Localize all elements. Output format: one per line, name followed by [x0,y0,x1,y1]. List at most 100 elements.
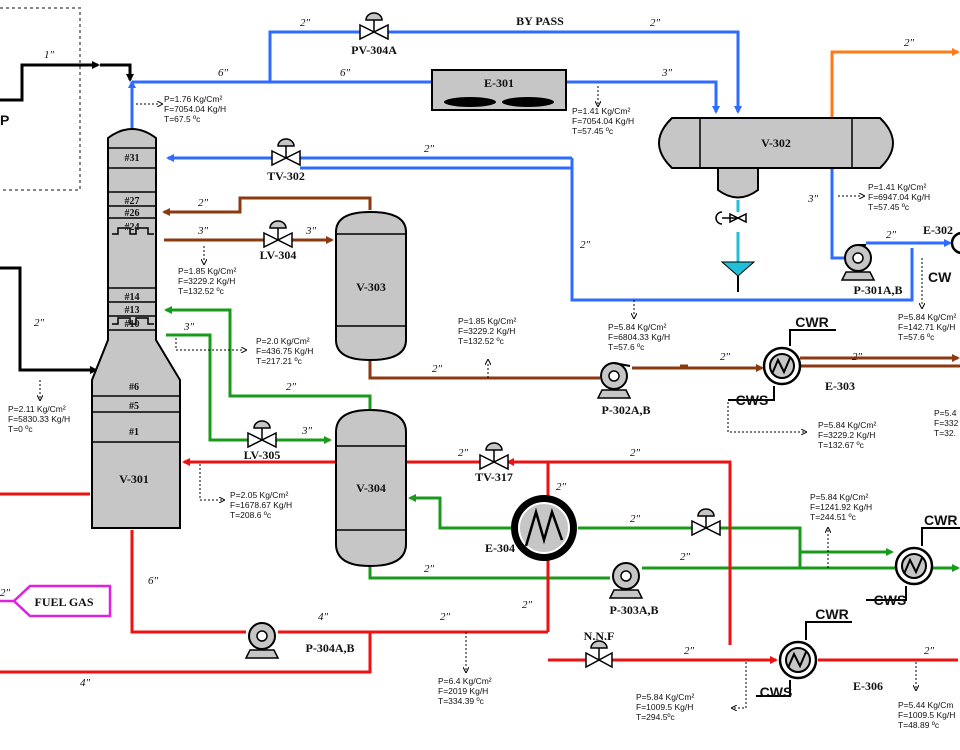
tray-26: #26 [125,208,140,219]
p301-label: P-301A,B [854,283,903,297]
size-orange: 2″ [904,37,915,49]
c15-temperature: T=294.5ºc [636,712,676,722]
e306-label: E-306 [853,679,883,693]
c11-temperature: T=32. [934,428,956,438]
valve-pv304a[interactable] [359,12,389,41]
drum-v302: V-302 [658,117,894,199]
bypass-label: BY PASS [516,14,564,28]
size-green10: 3″ [183,321,195,333]
c1-temperature: T=67.5 ºc [164,114,201,124]
air-cooler-e301: E-301 [431,69,567,111]
brown-lines [162,196,960,380]
v301-label: V-301 [119,472,149,486]
size-green-vapor: 2″ [286,381,297,393]
c8-flow: F=436.75 Kg/H [256,346,313,356]
conditions-c13: P=5.84 Kg/Cm² F=1241.92 Kg/H T=244.51 ºc [810,492,872,522]
conditions-c16: P=5.44 Kg/Cm F=1009.5 Kg/H T=48.89 ºc [898,700,955,730]
c5-pressure: P=1.85 Kg/Cm² [458,316,517,326]
conditions-c12: P=2.05 Kg/Cm² F=1678.67 Kg/H T=208.6 ºc [230,490,292,520]
black-lines [0,61,134,374]
valve-lv304[interactable] [263,220,293,249]
size-e304-vert: 2″ [556,481,567,493]
size-p304: 4″ [318,611,329,623]
exchanger-cw-right [866,527,960,601]
size-1in: 1″ [44,49,55,61]
v303-label: V-303 [356,280,386,294]
c2-flow: F=7054.04 Kg/H [572,116,634,126]
c16-temperature: T=48.89 ºc [898,720,940,730]
size-green-valve: 2″ [630,513,641,525]
c9-flow: F=5830.33 Kg/H [8,414,70,424]
size-v302-in: 3″ [661,67,673,79]
c15-pressure: P=5.84 Kg/Cm² [636,692,695,702]
c10-flow: F=3229.2 Kg/H [818,430,875,440]
c3-temperature: T=57.45 ºc [868,202,910,212]
cws-right: CWS [874,592,907,608]
c2-temperature: T=57.45 ºc [572,126,614,136]
c7-temperature: T=57.6 ºc [898,332,935,342]
size-nnf: 2″ [684,645,695,657]
c16-flow: F=1009.5 Kg/H [898,710,955,720]
orange-line [830,48,960,118]
conditions-c5: P=1.85 Kg/Cm² F=3229.2 Kg/H T=132.52 ºc [458,316,517,346]
cwr-partial: CWR [924,512,957,528]
cw-partial: CW [928,269,952,285]
fuel-gas-tag: FUEL GAS [0,584,112,618]
dashed-package-boundary [0,7,81,191]
valve-tv302[interactable] [271,138,301,167]
tray-24: #24 [125,222,140,233]
c14-flow: F=2019 Kg/H [438,686,488,696]
fuel-gas-label: FUEL GAS [34,595,93,609]
lv304-label: LV-304 [260,248,297,262]
c6-pressure: P=5.84 Kg/Cm² [608,322,667,332]
pump-p302[interactable] [596,362,632,399]
c10-pressure: P=5.84 Kg/Cm² [818,420,877,430]
valve-lv305[interactable] [247,420,277,449]
conditions-c11: P=5.4 F=332 T=32. [934,408,959,438]
valve-tv317[interactable] [479,442,509,471]
c9-pressure: P=2.11 Kg/Cm² [8,404,66,414]
column-v301: #31 #27 #26 #24 #14 #13 #10 #6 #5 #1 V-3… [91,128,181,529]
cws-e303: CWS [736,392,769,408]
vessel-v303: V-303 [335,210,407,362]
c12-flow: F=1678.67 Kg/H [230,500,292,510]
size-brown-bottom: 2″ [432,363,443,375]
size-6a: 6″ [218,67,229,79]
c4-temperature: T=132.52 ºc [178,286,225,296]
c12-temperature: T=208.6 ºc [230,510,272,520]
e304-label: E-304 [485,541,515,555]
c6-temperature: T=57.6 ºc [608,342,645,352]
size-return-vert: 2″ [580,239,591,251]
cwr-e306: CWR [815,606,848,622]
c1-pressure: P=1.76 Kg/Cm² [164,94,223,104]
c14-pressure: P=6.4 Kg/Cm² [438,676,492,686]
pump-p304[interactable] [244,622,280,659]
size-left: 2″ [34,317,45,329]
p303-label: P-303A,B [610,603,659,617]
c15-flow: F=1009.5 Kg/H [636,702,693,712]
drain-valve[interactable] [715,211,747,225]
size-4-bottom-left: 4″ [80,677,91,689]
tray-10: #10 [125,319,140,330]
pump-p301[interactable] [840,244,876,281]
drain-funnel [720,261,756,277]
e301-label: E-301 [484,76,514,90]
valve-nnf[interactable] [585,640,613,669]
c6-flow: F=6804.33 Kg/H [608,332,670,342]
c13-pressure: P=5.84 Kg/Cm² [810,492,869,502]
exchanger-e302-partial [950,231,960,255]
c11-flow: F=332 [934,418,959,428]
size-e303-out: 2″ [852,351,863,363]
red-lines [0,458,958,674]
size-e303-in: 2″ [720,351,731,363]
c11-pressure: P=5.4 [934,408,957,418]
size-tv317: 2″ [458,447,469,459]
pump-p303[interactable] [608,562,644,599]
size-6b: 6″ [340,67,351,79]
v302-label: V-302 [761,136,791,150]
nnf-label: N.N.F [584,629,615,643]
valve-green-line[interactable] [691,508,721,537]
tv302-label: TV-302 [267,169,305,183]
pv304a-label: PV-304A [351,43,397,57]
